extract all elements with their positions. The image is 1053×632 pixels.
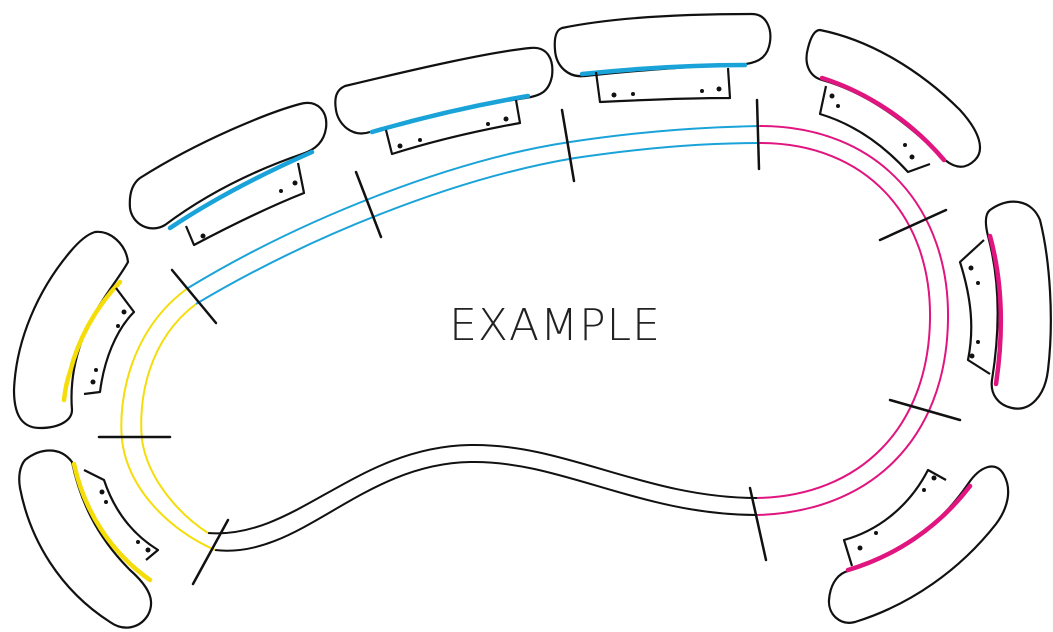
station-pod-icon xyxy=(827,465,1010,624)
divider-tick-icon xyxy=(354,170,383,239)
station-pod-icon xyxy=(128,101,328,247)
station-pod-icon xyxy=(12,230,136,430)
track-section-magenta xyxy=(756,125,950,516)
station-pod-icon xyxy=(18,449,160,629)
divider-tick-icon xyxy=(191,518,230,586)
divider-tick-icon xyxy=(560,108,576,183)
divider-tick-icon xyxy=(170,268,218,325)
divider-ticks xyxy=(97,98,962,586)
track-section-black xyxy=(207,443,758,552)
station-pod-icon xyxy=(958,200,1052,410)
station-pods xyxy=(12,12,1052,629)
station-pod-icon xyxy=(805,28,982,174)
divider-tick-icon xyxy=(755,98,761,171)
divider-tick-icon xyxy=(888,398,962,422)
station-pod-icon xyxy=(553,12,772,104)
station-pod-icon xyxy=(334,46,554,156)
track-section-yellow xyxy=(120,287,216,551)
track-loop xyxy=(120,125,950,552)
divider-tick-icon xyxy=(748,486,768,562)
track-section-blue xyxy=(187,125,761,305)
divider-tick-icon xyxy=(878,208,948,242)
